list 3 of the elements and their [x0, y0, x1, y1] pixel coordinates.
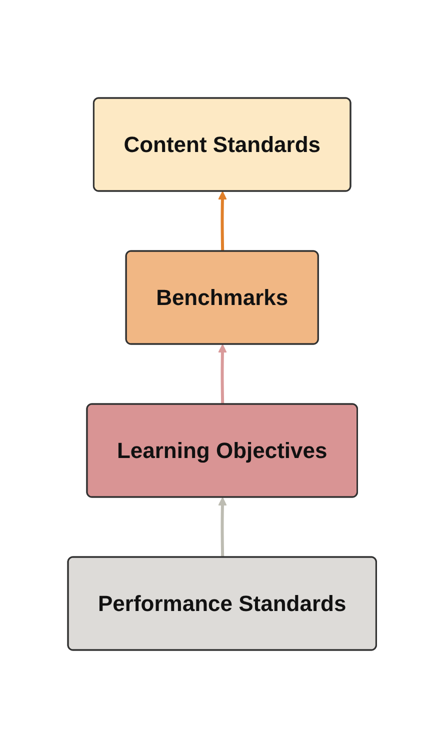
- arrow: [218, 344, 227, 404]
- arrow: [218, 190, 227, 252]
- arrow: [218, 496, 227, 558]
